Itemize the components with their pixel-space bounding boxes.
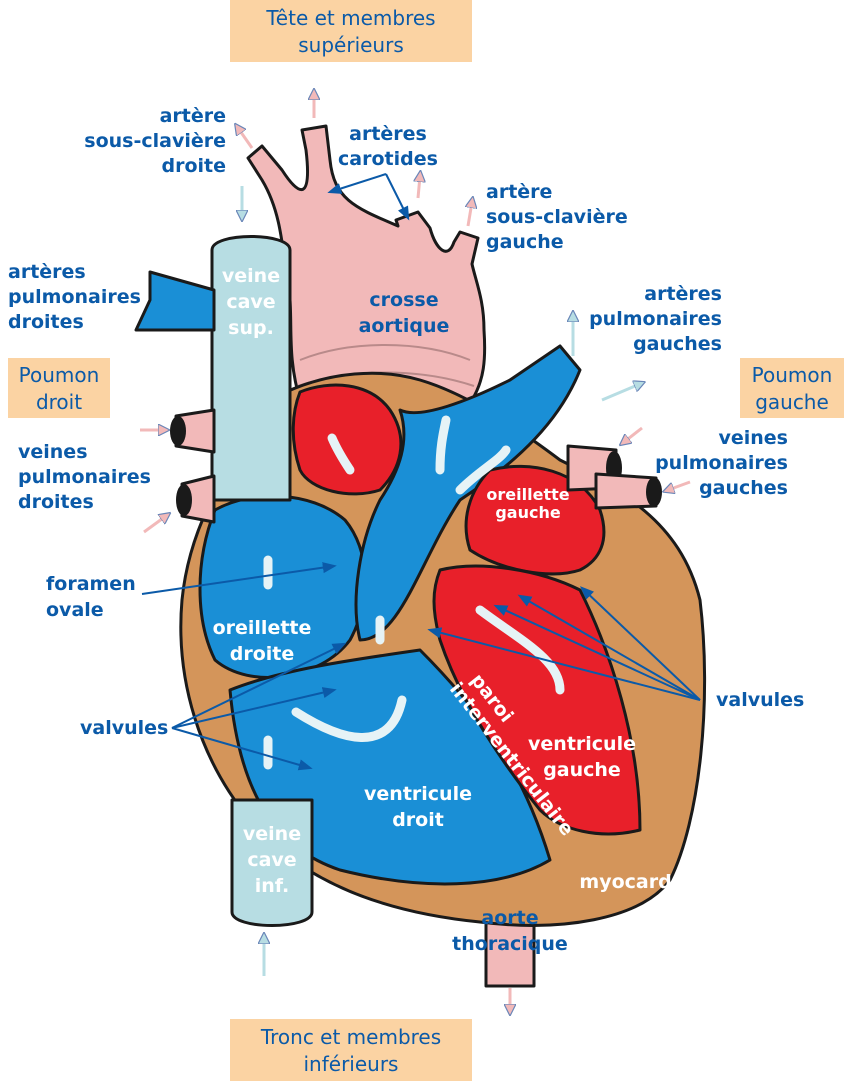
svg-text:valvules: valvules [716,689,804,711]
label-pulm-arteries-left: artères pulmonaires gauches [589,283,722,355]
svg-text:supérieurs: supérieurs [298,33,404,57]
svg-text:gauche: gauche [543,759,621,781]
svg-text:gauche: gauche [495,503,561,522]
label-foramen-ovale: foramen ovale [46,573,136,621]
svg-text:myocarde: myocarde [579,871,684,893]
svg-text:veine: veine [222,265,280,287]
svg-text:veine: veine [243,823,301,845]
svg-text:droite: droite [161,155,226,177]
label-subclavian-left: artère sous-clavière gauche [486,181,628,253]
svg-text:valvules: valvules [80,717,168,739]
svg-text:pulmonaires: pulmonaires [655,452,788,474]
svg-text:gauche: gauche [755,390,829,414]
svg-text:sous-clavière: sous-clavière [84,130,226,152]
svg-text:veines: veines [18,441,88,463]
svg-text:veines: veines [718,427,788,449]
label-valves-right: valvules [716,689,804,711]
svg-text:artère: artère [486,181,552,203]
svg-text:inférieurs: inférieurs [304,1052,399,1076]
svg-text:gauches: gauches [699,477,788,499]
svg-text:aortique: aortique [359,315,450,337]
svg-text:droites: droites [8,311,84,333]
svg-text:cave: cave [247,849,296,871]
svg-text:thoracique: thoracique [452,933,568,955]
svg-text:oreillette: oreillette [486,485,569,504]
box-right-lung: Poumon droit [8,358,110,418]
label-subclavian-right: artère sous-clavière droite [84,105,226,177]
svg-text:pulmonaires: pulmonaires [8,286,141,308]
svg-text:ventricule: ventricule [364,783,472,805]
svg-text:gauche: gauche [486,231,564,253]
svg-text:pulmonaires: pulmonaires [18,466,151,488]
svg-text:droites: droites [18,491,94,513]
pulmonary-arteries-right [136,272,214,330]
svg-text:cave: cave [226,291,275,313]
label-myocardium: myocarde [579,871,684,893]
box-left-lung: Poumon gauche [740,358,844,418]
label-pulm-arteries-right: artères pulmonaires droites [8,261,141,333]
svg-text:Tronc et membres: Tronc et membres [260,1025,441,1049]
svg-text:artères: artères [8,261,86,283]
svg-text:crosse: crosse [369,289,438,311]
label-carotids: artères carotides [338,123,438,170]
svg-text:ovale: ovale [46,599,104,621]
svg-text:pulmonaires: pulmonaires [589,308,722,330]
svg-text:ventricule: ventricule [528,733,636,755]
box-trunk-limbs: Tronc et membres inférieurs [230,1019,472,1081]
svg-text:foramen: foramen [46,573,136,595]
label-vena-cava-sup: veine cave sup. [222,265,280,339]
svg-text:Poumon: Poumon [752,363,833,387]
svg-text:sup.: sup. [228,317,274,339]
svg-text:carotides: carotides [338,148,438,170]
svg-text:Tête et membres: Tête et membres [265,6,435,30]
svg-text:Poumon: Poumon [19,363,100,387]
svg-text:artères: artères [349,123,427,145]
label-left-atrium: oreillette gauche [486,485,569,522]
label-pulm-veins-right: veines pulmonaires droites [18,441,151,513]
svg-text:gauches: gauches [633,333,722,355]
label-valves-left: valvules [80,717,168,739]
svg-text:droite: droite [230,643,295,665]
svg-text:droit: droit [36,390,82,414]
svg-text:droit: droit [392,809,444,831]
svg-text:inf.: inf. [255,875,289,897]
svg-text:oreillette: oreillette [213,617,312,639]
svg-text:aorte: aorte [481,907,538,929]
svg-text:artères: artères [644,283,722,305]
svg-text:artère: artère [160,105,226,127]
svg-text:sous-clavière: sous-clavière [486,206,628,228]
box-head-limbs: Tête et membres supérieurs [230,0,472,62]
